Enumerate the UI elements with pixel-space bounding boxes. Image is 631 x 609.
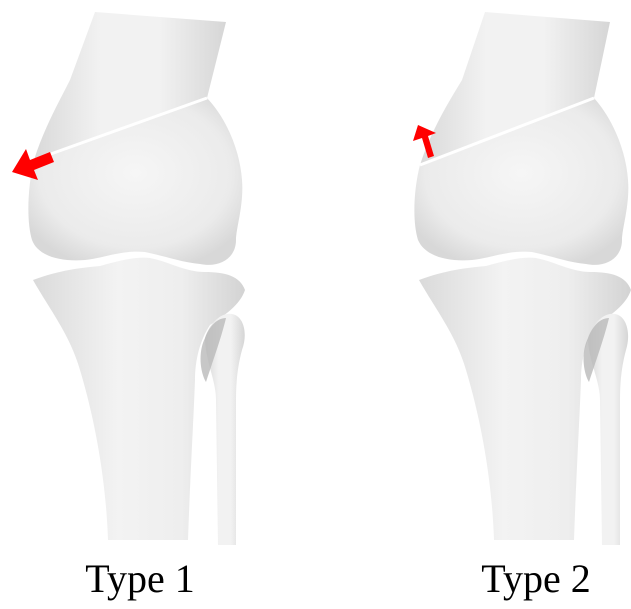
panel-type-2: Type 2: [413, 12, 631, 601]
tibia: [419, 258, 631, 540]
caption-type-1: Type 1: [85, 556, 194, 601]
panel-type-1: Type 1: [12, 12, 245, 601]
tibia: [33, 258, 245, 540]
caption-type-2: Type 2: [481, 556, 590, 601]
